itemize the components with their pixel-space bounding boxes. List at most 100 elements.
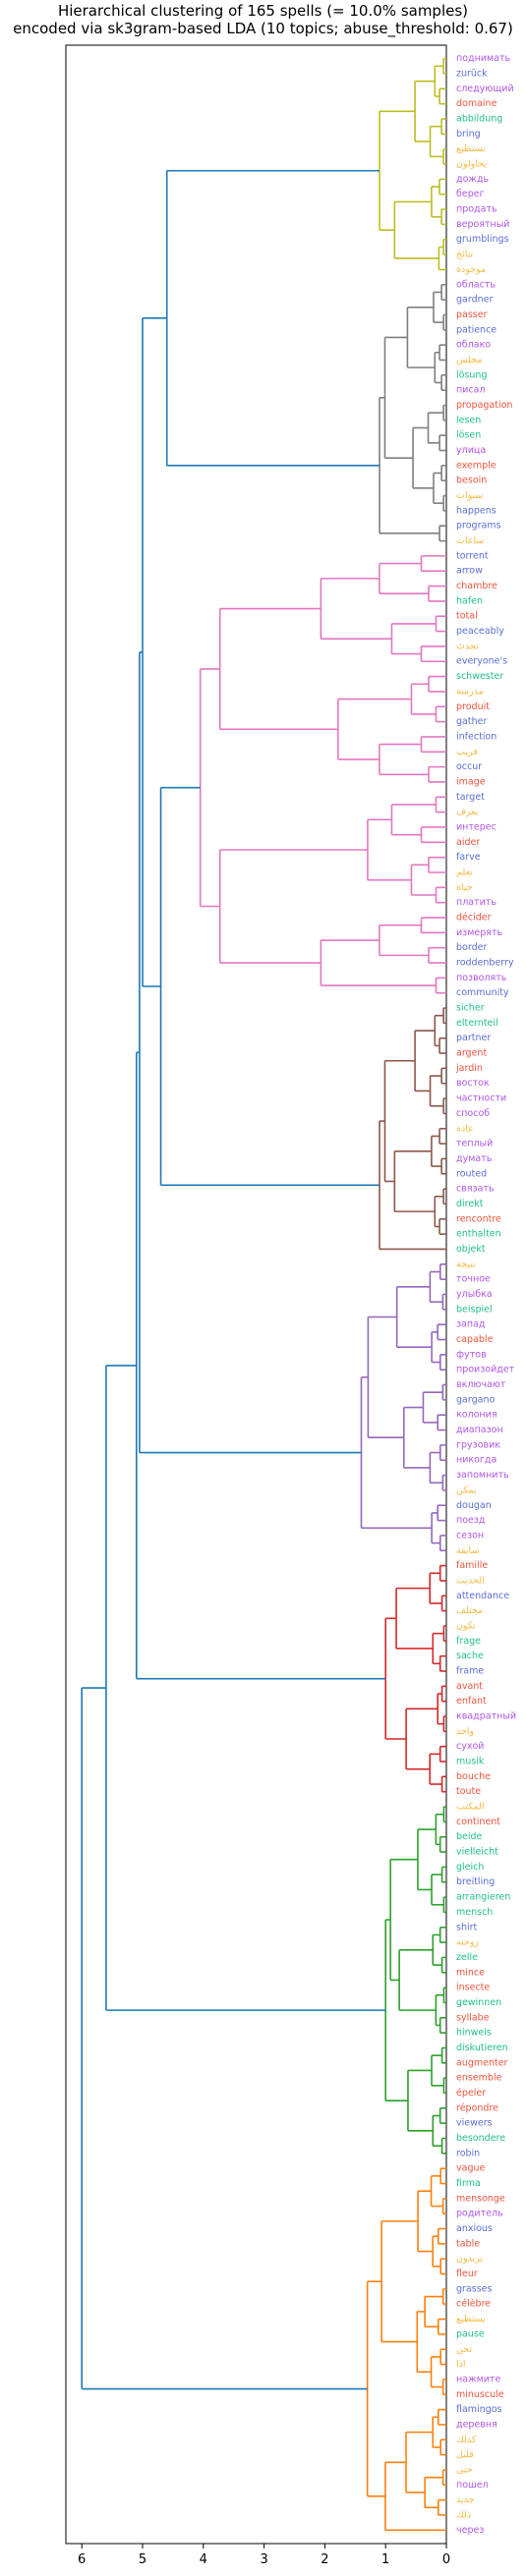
leaf-label: ذلك <box>456 2509 471 2520</box>
leaf-label: поднимать <box>456 53 510 64</box>
leaf-label: позволять <box>456 973 507 983</box>
leaf-label: zelle <box>456 1952 478 1963</box>
leaf-label: mince <box>456 1967 485 1978</box>
leaf-label: родитель <box>456 2209 503 2219</box>
leaf-label: frage <box>456 1636 481 1647</box>
leaf-label: community <box>456 987 509 998</box>
leaf-label: запомнить <box>456 1470 509 1481</box>
leaf-label: fleur <box>456 2268 478 2279</box>
leaf-label: платить <box>456 897 497 908</box>
x-tick-label: 2 <box>321 2552 328 2567</box>
leaf-label: gewinnen <box>456 1997 501 2008</box>
leaf-label: ensemble <box>456 2073 502 2084</box>
leaf-label: الحديث <box>456 1575 485 1586</box>
leaf-label: rencontre <box>456 1213 501 1224</box>
leaf-label: берег <box>456 189 485 199</box>
leaf-label: arrow <box>456 566 483 577</box>
leaf-label: грузовик <box>456 1439 500 1450</box>
leaf-label: نستطيع <box>456 143 486 154</box>
leaf-label: grumblings <box>456 234 509 245</box>
leaf-label: table <box>456 2238 480 2249</box>
leaf-label: يريدون <box>456 2254 483 2265</box>
leaf-label: enfant <box>456 1696 487 1707</box>
leaf-label: колония <box>456 1410 497 1421</box>
leaf-label: писал <box>456 385 486 396</box>
leaf-label: insecte <box>456 1983 490 1993</box>
leaf-label: облако <box>456 340 491 351</box>
leaf-label: capable <box>456 1334 494 1345</box>
leaf-label: vague <box>456 2163 485 2174</box>
leaf-label: aider <box>456 837 480 848</box>
leaf-label: target <box>456 792 485 803</box>
leaf-label: следующий <box>456 84 514 94</box>
leaf-label: مدرسة <box>456 686 484 697</box>
leaf-label: через <box>456 2525 484 2536</box>
leaf-label: точное <box>456 1274 491 1285</box>
leaf-label: интерес <box>456 821 497 832</box>
leaf-label: happens <box>456 505 497 516</box>
leaf-label: breitling <box>456 1876 495 1887</box>
leaf-label: continent <box>456 1817 500 1827</box>
leaf-label: деревня <box>456 2419 497 2430</box>
leaf-label: vielleicht <box>456 1847 498 1858</box>
leaf-label: продать <box>456 204 497 215</box>
leaf-label: gather <box>456 716 487 727</box>
leaf-label: viewers <box>456 2118 493 2129</box>
leaf-label: abbildung <box>456 114 502 125</box>
leaf-label: diskutieren <box>456 2043 508 2053</box>
leaf-label: думать <box>456 1153 493 1164</box>
leaf-label: تكون <box>456 1620 476 1631</box>
leaf-label: arrangieren <box>456 1892 510 1903</box>
leaf-label: robin <box>456 2148 480 2158</box>
leaf-label: частности <box>456 1093 506 1104</box>
leaf-label: произойдет <box>456 1365 515 1375</box>
leaf-label: syllabe <box>456 2012 490 2023</box>
leaf-label: восток <box>456 1078 490 1089</box>
leaf-label: موجودة <box>456 264 486 275</box>
leaf-label: نتيجة <box>456 1259 476 1269</box>
leaf-label: décider <box>456 913 492 924</box>
leaf-label: argent <box>456 1048 487 1059</box>
leaf-label: sicher <box>456 1003 485 1014</box>
leaf-label: يعرف <box>456 807 479 817</box>
leaf-label: bring <box>456 129 481 140</box>
x-tick-label: 5 <box>139 2552 146 2567</box>
leaf-label: passer <box>456 309 488 320</box>
leaf-label: objekt <box>456 1244 486 1255</box>
leaf-label: pause <box>456 2328 485 2339</box>
leaf-label: chambre <box>456 581 497 591</box>
leaf-label: نتائج <box>456 250 473 260</box>
leaf-label: سابقة <box>456 1545 479 1556</box>
leaf-label: border <box>456 942 487 953</box>
leaf-label: جديد <box>456 2494 475 2505</box>
leaf-label: flamingos <box>456 2404 502 2415</box>
leaf-label: patience <box>456 324 497 335</box>
leaf-label: jardin <box>455 1063 483 1074</box>
leaf-label: واحد <box>456 1726 474 1737</box>
leaf-label: partner <box>456 1033 491 1043</box>
plot-frame <box>65 44 447 2545</box>
leaf-label: elternteil <box>456 1018 498 1029</box>
leaf-label: torrent <box>456 550 489 561</box>
leaf-label: mensch <box>456 1907 493 1918</box>
leaf-label: يستطيع <box>456 2314 486 2324</box>
leaf-label: قريب <box>456 747 478 757</box>
leaf-label: roddenberry <box>456 958 514 969</box>
leaf-label: shirt <box>456 1922 478 1932</box>
leaf-label: gargano <box>456 1394 495 1405</box>
leaf-label: يحاولون <box>456 159 487 170</box>
chart-subtitle: encoded via sk3gram-based LDA (10 topics… <box>13 20 513 37</box>
leaf-label: lesen <box>456 415 481 425</box>
leaf-label: avant <box>456 1681 483 1692</box>
x-tick-label: 4 <box>200 2552 207 2567</box>
leaf-label: футов <box>456 1349 487 1360</box>
leaf-label: beide <box>456 1831 483 1842</box>
leaf-label: كذلك <box>456 2435 477 2445</box>
leaf-label: sache <box>456 1651 484 1661</box>
leaf-label: сухой <box>456 1741 484 1752</box>
leaf-label: attendance <box>456 1591 509 1601</box>
leaf-label: поезд <box>456 1515 486 1526</box>
leaf-label: grasses <box>456 2283 493 2294</box>
leaf-label: direkt <box>456 1199 484 1209</box>
